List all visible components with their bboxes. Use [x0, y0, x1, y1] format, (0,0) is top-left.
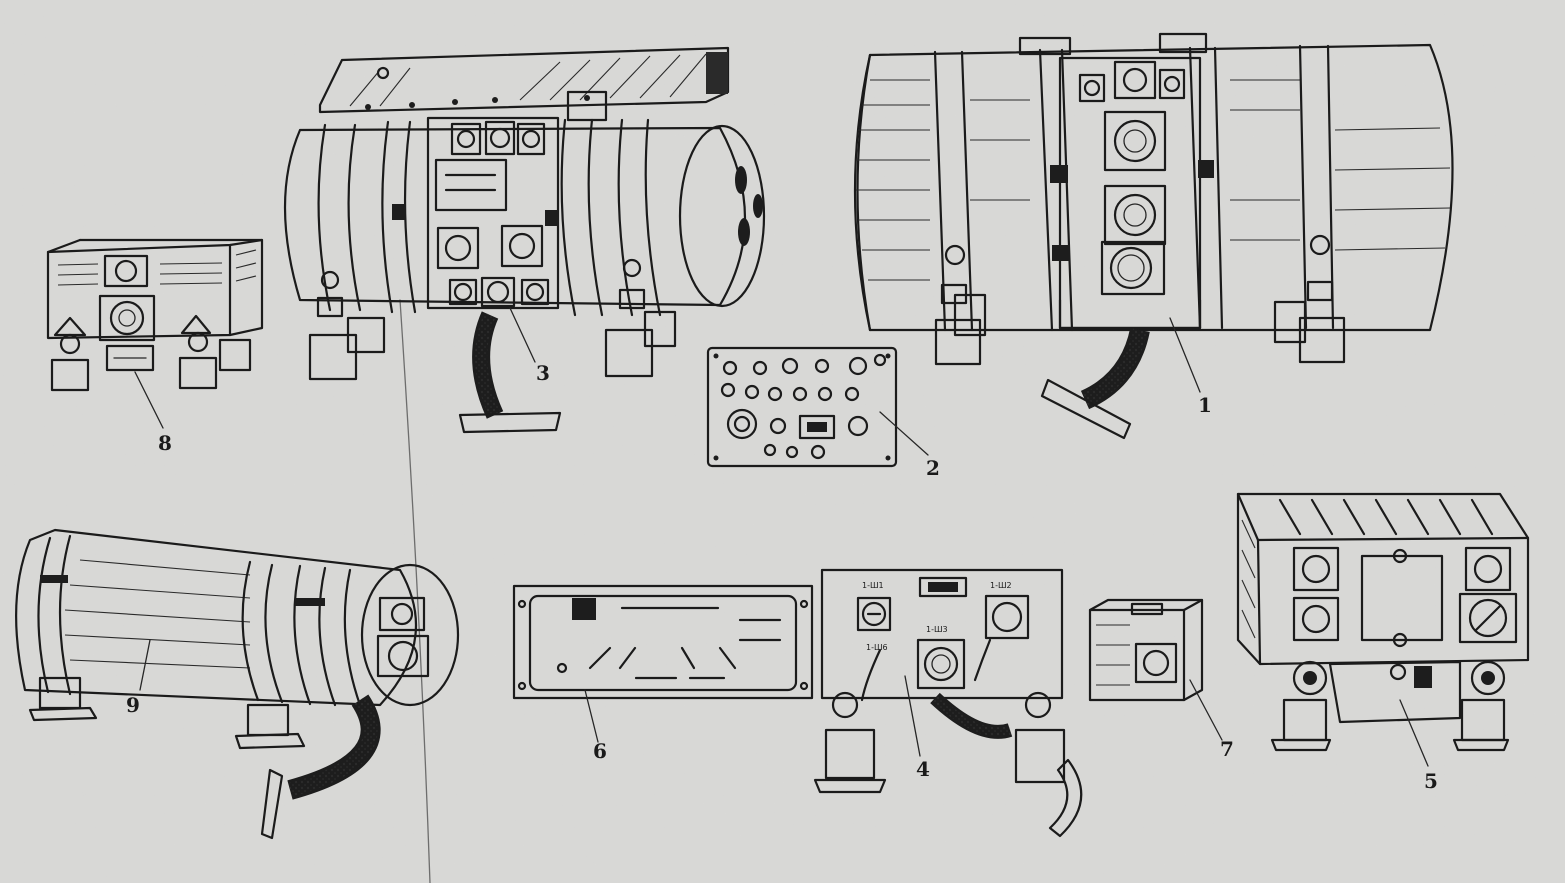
- callout-2: 2: [926, 456, 940, 480]
- callout-9: 9: [126, 693, 140, 717]
- callout-7: 7: [1220, 737, 1234, 761]
- unit-8: [46, 238, 264, 429]
- callout-1: 1: [1198, 393, 1212, 417]
- callout-5: 5: [1424, 769, 1438, 793]
- unit-4: 1-Ш1 1-Ш2 1-Ш3 1-Ш6: [813, 568, 1083, 838]
- unit-7: [1088, 598, 1223, 741]
- callout-4: 4: [916, 757, 930, 781]
- marking-1sh6: 1-Ш6: [866, 643, 888, 652]
- leader-line-8: [134, 371, 164, 429]
- unit-5: [1236, 492, 1530, 767]
- leader-line-1: [1169, 317, 1201, 393]
- leader-line-2: [879, 411, 929, 456]
- marking-1sh3: 1-Ш3: [926, 625, 948, 634]
- unit-9: [15, 528, 460, 840]
- unit-3: [283, 46, 766, 434]
- marking-1sh1: 1-Ш1: [862, 581, 884, 590]
- marking-1sh2: 1-Ш2: [990, 581, 1012, 590]
- callout-3: 3: [536, 361, 550, 385]
- leader-line-3: [509, 307, 536, 363]
- unit-6: [512, 584, 814, 743]
- leader-line-9: [139, 639, 151, 691]
- callout-6: 6: [593, 739, 607, 763]
- unit-1: [853, 32, 1454, 440]
- leader-line-4: [904, 675, 921, 757]
- callout-8: 8: [158, 431, 172, 455]
- leader-line-7: [1189, 679, 1223, 741]
- leader-line-5: [1399, 699, 1429, 767]
- unit-2: [706, 346, 929, 468]
- paper-fold: [399, 299, 431, 883]
- leader-line-6: [584, 689, 599, 743]
